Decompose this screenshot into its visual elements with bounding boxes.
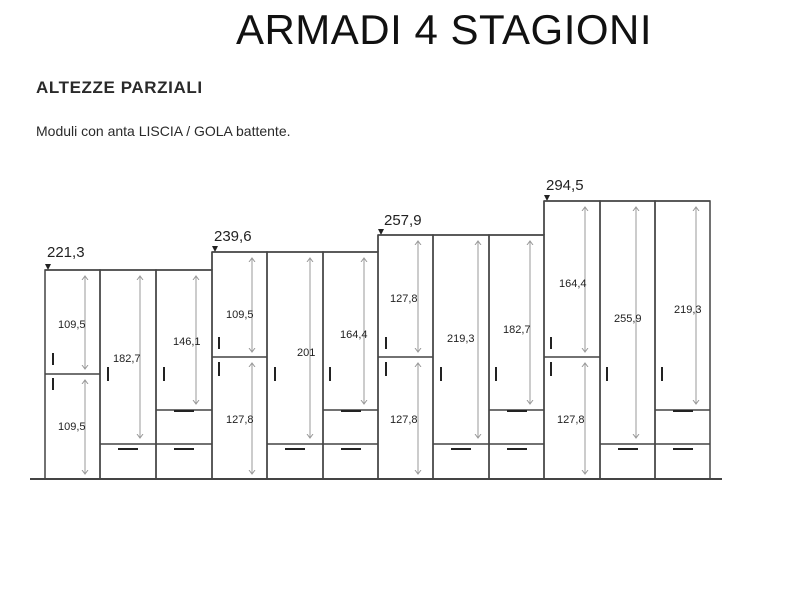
partial-height-label: 201 — [297, 347, 315, 359]
partial-height-label: 109,5 — [226, 309, 254, 321]
total-height-label: 239,6 — [214, 228, 252, 245]
wardrobe-module — [599, 200, 656, 480]
wardrobe-module — [266, 251, 324, 480]
wardrobe-module — [322, 251, 379, 480]
partial-height-label: 219,3 — [447, 333, 475, 345]
total-height-label: 257,9 — [384, 212, 422, 229]
height-marker-icon — [544, 195, 550, 201]
section-240: 239,6 109,5 127,8 201 164,4 — [211, 228, 379, 480]
height-marker-icon — [212, 246, 218, 252]
partial-height-label: 182,7 — [113, 353, 141, 365]
partial-height-label: 182,7 — [503, 324, 531, 336]
wardrobe-module — [432, 234, 490, 480]
wardrobe-module — [211, 251, 268, 480]
section-258: 257,9 127,8 127,8 219,3 182,7 — [377, 212, 545, 480]
height-marker-icon — [378, 229, 384, 235]
partial-height-label: 146,1 — [173, 336, 201, 348]
partial-height-label: 127,8 — [390, 414, 418, 426]
partial-height-label: 219,3 — [674, 304, 702, 316]
partial-height-label: 127,8 — [226, 414, 254, 426]
wardrobe-module — [543, 200, 601, 480]
wardrobe-module — [654, 200, 711, 480]
wardrobe-module — [488, 234, 545, 480]
caption: Moduli con anta LISCIA / GOLA battente. — [36, 123, 291, 139]
partial-height-label: 255,9 — [614, 313, 642, 325]
section-295: 294,5 164,4 127,8 255,9 219,3 — [543, 177, 711, 480]
partial-height-label: 127,8 — [390, 293, 418, 305]
page-title: ARMADI 4 STAGIONI — [235, 6, 653, 53]
section-subtitle: ALTEZZE PARZIALI — [36, 78, 203, 97]
total-height-label: 221,3 — [47, 244, 85, 261]
section-221: 221,3 109,5 109,5 182,7 146,1 — [44, 244, 213, 480]
partial-height-label: 127,8 — [557, 414, 585, 426]
partial-height-label: 164,4 — [340, 329, 368, 341]
partial-height-label: 109,5 — [58, 421, 86, 433]
height-marker-icon — [45, 264, 51, 270]
partial-height-label: 109,5 — [58, 319, 86, 331]
partial-height-label: 164,4 — [559, 278, 587, 290]
total-height-label: 294,5 — [546, 177, 584, 194]
